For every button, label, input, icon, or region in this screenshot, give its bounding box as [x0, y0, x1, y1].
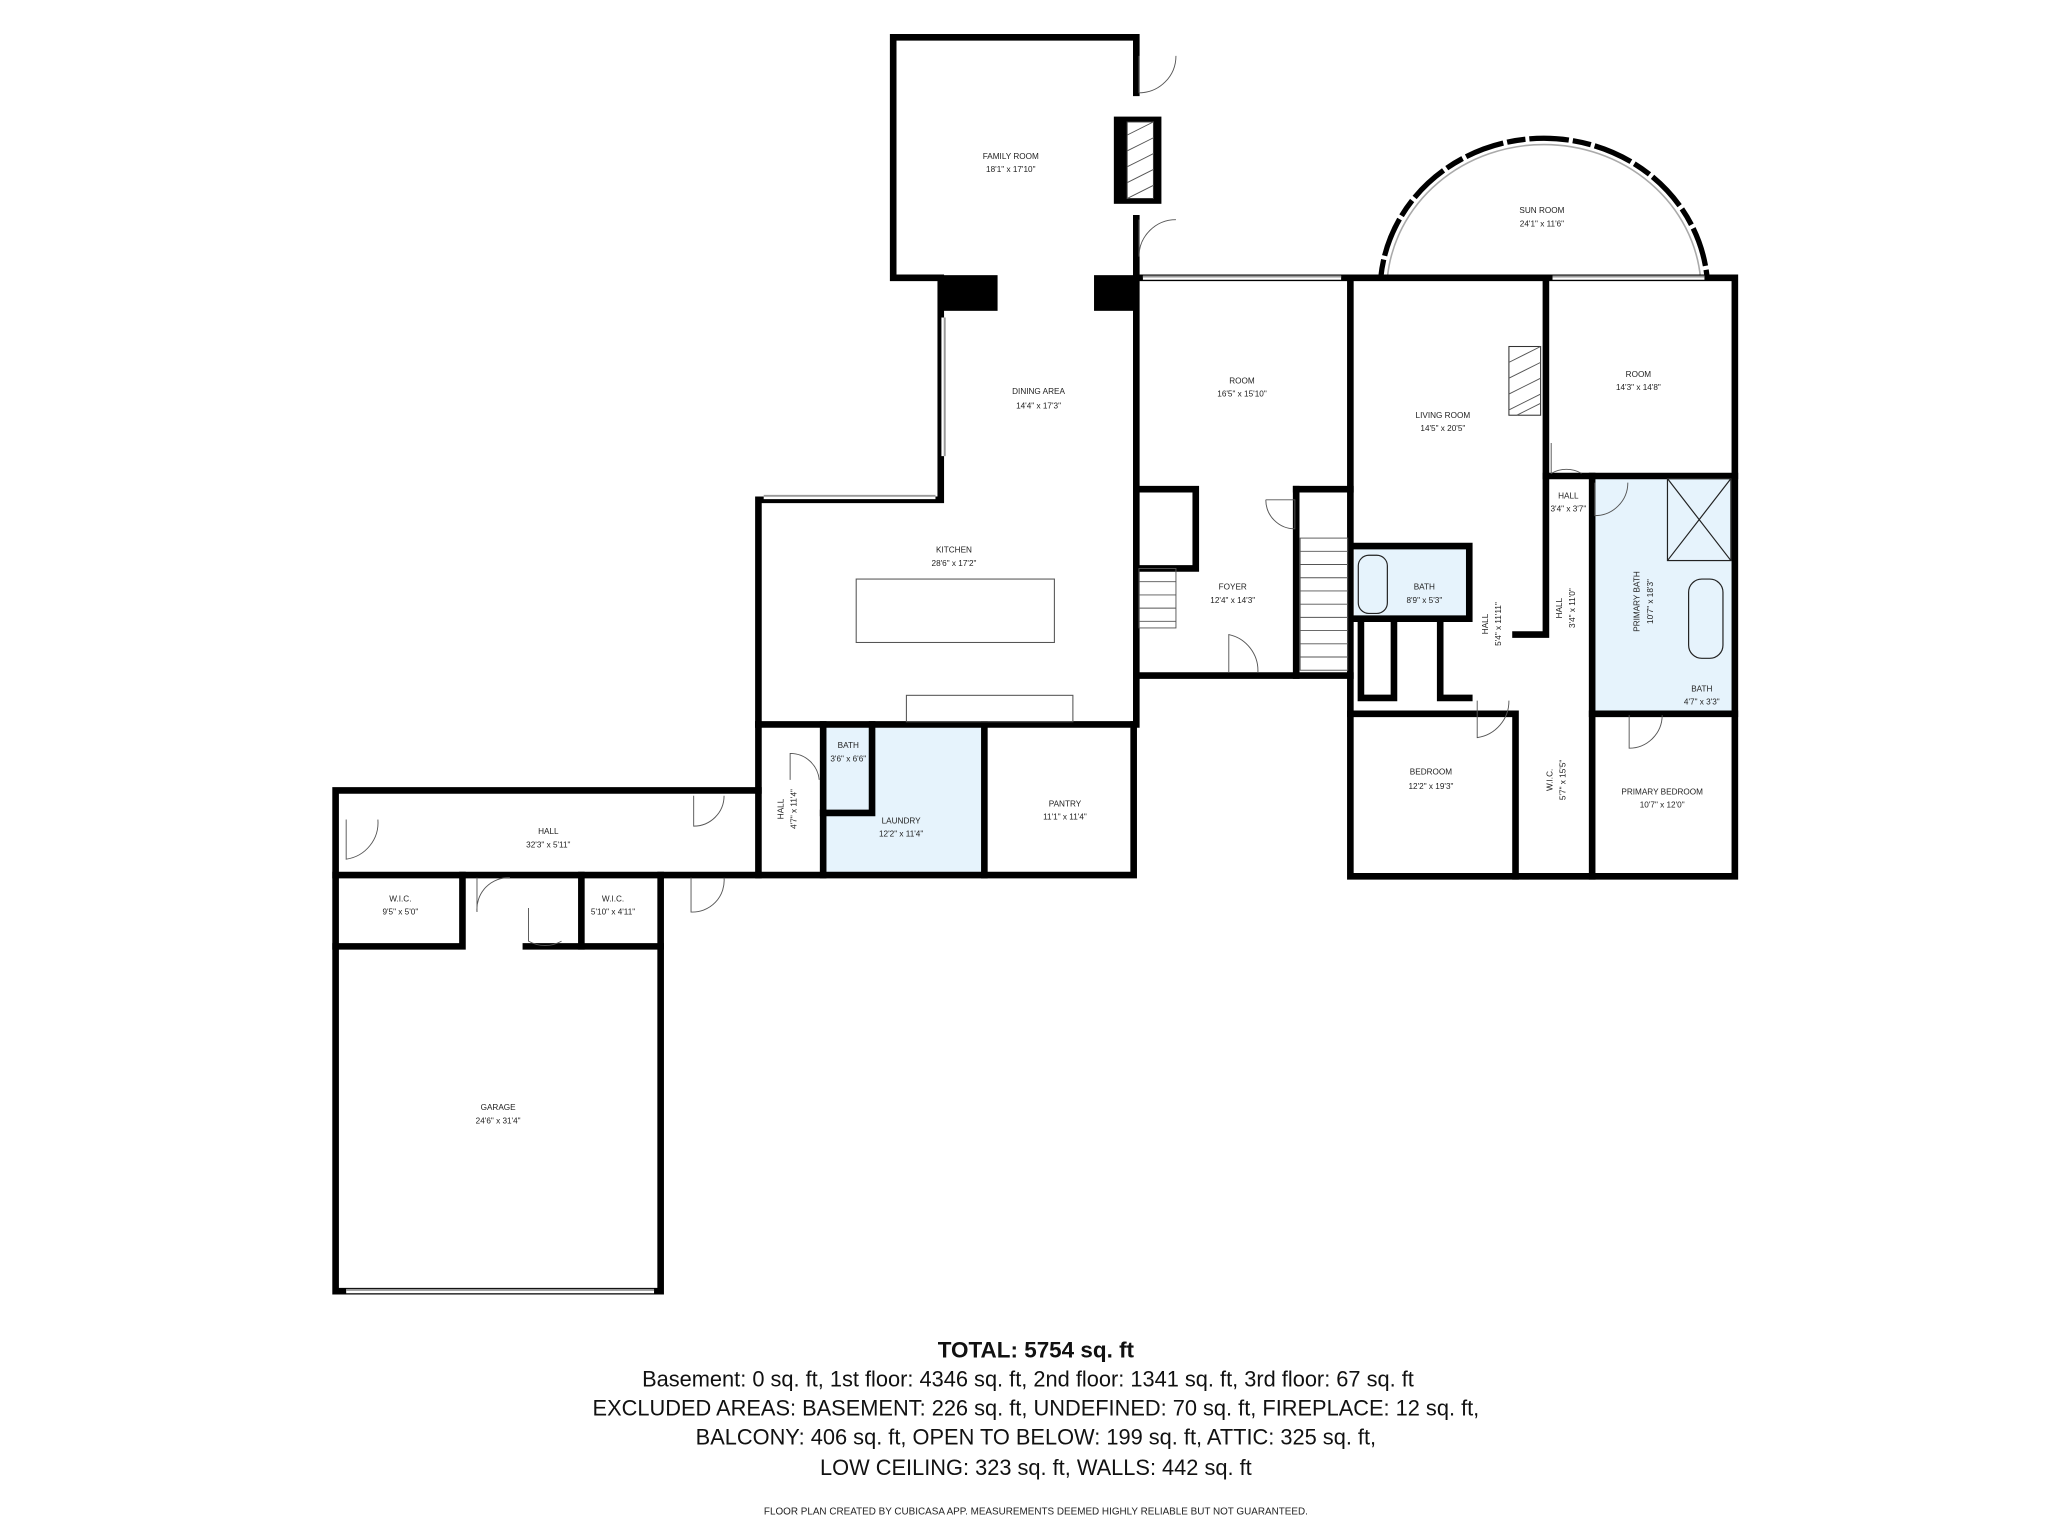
room-size: 3'6" x 6'6" [830, 754, 866, 763]
room-name: LIVING ROOM [1416, 411, 1471, 420]
excluded-areas-line1: EXCLUDED AREAS: BASEMENT: 226 sq. ft, UN… [593, 1395, 1480, 1420]
windows [346, 275, 1705, 1294]
excluded-areas-line2: BALCONY: 406 sq. ft, OPEN TO BELOW: 199 … [696, 1425, 1376, 1450]
room-size: 24'1" x 11'6" [1520, 219, 1564, 228]
room-size: 3'4" x 3'7" [1550, 505, 1586, 514]
room-name: PANTRY [1049, 799, 1082, 808]
area-summary: TOTAL: 5754 sq. ft Basement: 0 sq. ft, 1… [593, 1337, 1480, 1517]
doors [345, 55, 1663, 946]
room-size: 12'4" x 14'3" [1210, 596, 1255, 605]
floor-areas: Basement: 0 sq. ft, 1st floor: 4346 sq. … [642, 1366, 1414, 1391]
sun-room-wall [1378, 135, 1710, 279]
excluded-areas-line3: LOW CEILING: 323 sq. ft, WALLS: 442 sq. … [820, 1455, 1252, 1480]
room-size: 5'4" x 11'11" [1494, 602, 1503, 646]
room-size: 10'7" x 12'0" [1640, 801, 1685, 810]
room-size: 3'4" x 11'0" [1568, 588, 1577, 628]
room-name: HALL [538, 827, 559, 836]
room-size: 12'2" x 19'3" [1409, 782, 1454, 791]
room-name: SUN ROOM [1519, 206, 1564, 215]
room-name: BEDROOM [1410, 768, 1452, 777]
room-size: 5'10" x 4'11" [591, 908, 635, 917]
room-name: HALL [1481, 613, 1490, 634]
room-name: GARAGE [481, 1103, 517, 1112]
disclaimer: FLOOR PLAN CREATED BY CUBICASA APP. MEAS… [764, 1507, 1308, 1518]
room-name: FOYER [1219, 583, 1247, 592]
room-name: W.I.C. [602, 894, 624, 903]
room-name: BATH [1691, 684, 1712, 693]
room-name: BATH [838, 741, 859, 750]
room-size: 14'3" x 14'8" [1616, 383, 1661, 392]
room-name: W.I.C. [1546, 769, 1555, 791]
room-name: BATH [1414, 583, 1435, 592]
room-size: 14'4" x 17'3" [1016, 402, 1061, 411]
kitchen-counter [905, 694, 1074, 723]
room-size: 32'3" x 5'11" [526, 840, 570, 849]
room-size: 11'1" x 11'4" [1043, 813, 1087, 822]
room-name: PRIMARY BEDROOM [1621, 787, 1703, 796]
room-labels: FAMILY ROOM 18'1" x 17'10" DINING AREA 1… [382, 152, 1719, 1126]
room-name: FAMILY ROOM [983, 152, 1039, 161]
room-size: 5'7" x 15'5" [1559, 760, 1568, 800]
room-size: 24'6" x 31'4" [476, 1116, 521, 1125]
room-name: ROOM [1229, 377, 1255, 386]
room-size: 4'7" x 3'3" [1684, 698, 1720, 707]
room-size: 28'6" x 17'2" [932, 559, 977, 568]
room-size: 18'1" x 17'10" [986, 165, 1036, 174]
room-name: HALL [777, 798, 786, 819]
wet-room-fills [825, 475, 1733, 874]
room-size: 9'5" x 5'0" [382, 908, 418, 917]
stairs-icon [1138, 537, 1349, 671]
room-size: 12'2" x 11'4" [879, 830, 923, 839]
total-area: TOTAL: 5754 sq. ft [938, 1337, 1135, 1362]
room-name: LAUNDRY [882, 816, 922, 825]
room-size: 10'7" x 18'3" [1646, 579, 1655, 624]
room-name: PRIMARY BATH [1633, 571, 1642, 632]
room-name: KITCHEN [936, 546, 972, 555]
room-size: 8'9" x 5'3" [1406, 596, 1442, 605]
room-name: HALL [1555, 597, 1564, 618]
room-name: ROOM [1626, 370, 1652, 379]
kitchen-island [855, 578, 1055, 644]
room-size: 14'5" x 20'5" [1420, 424, 1465, 433]
shower-icon [1357, 478, 1732, 659]
room-name: HALL [1558, 491, 1579, 500]
fireplace-icon [1126, 121, 1542, 416]
room-name: DINING AREA [1012, 387, 1065, 396]
room-size: 16'5" x 15'10" [1217, 390, 1267, 399]
room-size: 4'7" x 11'4" [790, 789, 799, 829]
room-name: W.I.C. [389, 894, 411, 903]
